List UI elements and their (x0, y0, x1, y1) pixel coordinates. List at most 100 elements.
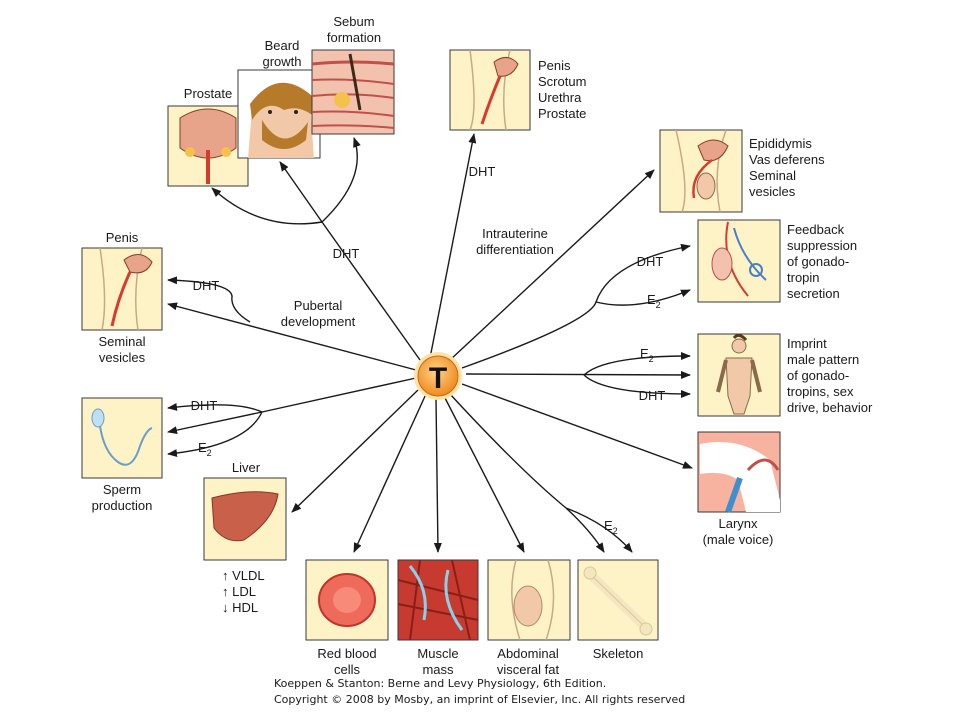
dht-label-feedback: DHT (637, 254, 664, 269)
label-seminal-2: vesicles (99, 350, 146, 365)
label-fat-1: Abdominal (497, 646, 559, 661)
arrow-to-feedback-e2 (595, 289, 691, 306)
label-imprint-1: Imprint (787, 336, 827, 351)
panel-penis-group (449, 49, 531, 131)
arrow-to-imprint-e2 (583, 352, 691, 376)
dht-label-top: DHT (333, 246, 360, 261)
label-epididymis-4: vesicles (749, 184, 796, 199)
panel-larynx (697, 431, 781, 513)
label-epididymis-1: Epididymis (749, 136, 812, 151)
label-sebum-2: formation (327, 30, 381, 45)
intrauterine-label-2: differentiation (476, 242, 554, 257)
label-larynx-2: (male voice) (703, 532, 774, 547)
arrow-to-sperm-dht (167, 402, 263, 413)
panel-fat (487, 559, 571, 641)
panel-feedback (697, 219, 781, 303)
label-epididymis-3: Seminal (749, 168, 796, 183)
arrow-to-imprint-dht (583, 374, 691, 398)
panel-skeleton (577, 559, 659, 641)
arrow-to-liver (291, 389, 419, 513)
arrow-to-sperm-branch (261, 377, 417, 413)
label-rbc-2: cells (334, 662, 361, 677)
copyright-footer: Koeppen & Stanton: Berne and Levy Physio… (274, 676, 685, 708)
arrow-to-rbc (353, 393, 427, 553)
label-liver: Liver (232, 460, 261, 475)
pubertal-label-1: Pubertal (294, 298, 343, 313)
panel-epididymis (659, 129, 743, 213)
label-epididymis-2: Vas deferens (749, 152, 825, 167)
label-ldl: ↑ LDL (222, 584, 256, 599)
label-muscle-1: Muscle (417, 646, 458, 661)
label-feedback-3: of gonado- (787, 254, 849, 269)
label-larynx-1: Larynx (718, 516, 758, 531)
e2-label-skeleton: E2 (604, 518, 618, 536)
e2-label-feedback: E2 (647, 292, 661, 310)
label-penis-group-3: Urethra (538, 90, 582, 105)
arrow-to-feedback-dht (595, 243, 691, 303)
label-fat-2: visceral fat (497, 662, 560, 677)
label-feedback-1: Feedback (787, 222, 845, 237)
label-imprint-4: tropins, sex (787, 384, 854, 399)
label-vldl: ↑ VLDL (222, 568, 265, 583)
arrow-to-sperm-e2 (167, 411, 263, 458)
arrow-to-beard (279, 161, 323, 223)
label-penis-group-1: Penis (538, 58, 571, 73)
label-skeleton: Skeleton (593, 646, 644, 661)
arrow-to-sebum (321, 137, 361, 223)
testosterone-node: T (414, 352, 462, 400)
arrow-to-penis-seminal (167, 302, 417, 371)
panel-penis-seminal (81, 247, 163, 331)
label-sperm-2: production (92, 498, 153, 513)
intrauterine-label-1: Intrauterine (482, 226, 548, 241)
label-feedback-5: secretion (787, 286, 840, 301)
arrow-to-epididymis (449, 169, 655, 361)
label-penis-group-2: Scrotum (538, 74, 586, 89)
panel-imprint (697, 333, 781, 417)
arrow-to-muscle (433, 397, 442, 553)
label-seminal-1: Seminal (99, 334, 146, 349)
label-imprint-3: of gonado- (787, 368, 849, 383)
label-rbc-1: Red blood (317, 646, 376, 661)
label-imprint-2: male pattern (787, 352, 859, 367)
dht-label-penis-group: DHT (469, 164, 496, 179)
label-prostate: Prostate (184, 86, 232, 101)
panel-sebum (311, 49, 395, 135)
footer-line-2: Copyright © 2008 by Mosby, an imprint of… (274, 693, 686, 706)
panel-muscle (397, 559, 479, 641)
dht-label-penis-seminal: DHT (193, 278, 220, 293)
label-sebum-1: Sebum (333, 14, 374, 29)
arrow-to-dht-top (321, 221, 421, 361)
label-penis-group-4: Prostate (538, 106, 586, 121)
arrow-to-sperm-main (167, 411, 263, 435)
arrow-to-skeleton-e2 (565, 507, 633, 553)
label-beard-2: growth (262, 54, 301, 69)
e2-label-sperm: E2 (198, 440, 212, 458)
panel-sperm (81, 397, 163, 479)
dht-label-imprint: DHT (639, 388, 666, 403)
arrow-to-skeleton (449, 393, 605, 553)
arrows (167, 133, 693, 553)
pubertal-label-2: development (281, 314, 356, 329)
arrow-to-penis-seminal-dht (167, 276, 251, 323)
label-imprint-5: drive, behavior (787, 400, 873, 415)
arrow-to-feedback-branch (461, 301, 597, 369)
arrow-to-fat (443, 395, 525, 553)
testosterone-label: T (429, 362, 447, 395)
arrow-to-imprint (465, 370, 691, 379)
label-feedback-2: suppression (787, 238, 857, 253)
label-sperm-1: Sperm (103, 482, 141, 497)
panel-rbc (305, 559, 389, 641)
panel-beard (237, 69, 321, 159)
label-beard-1: Beard (265, 38, 300, 53)
footer-line-1: Koeppen & Stanton: Berne and Levy Physio… (274, 677, 607, 690)
arrow-to-larynx (461, 383, 693, 469)
arrow-to-penis-group (429, 133, 477, 359)
arrow-to-prostate (211, 187, 323, 225)
label-penis-top: Penis (106, 230, 139, 245)
e2-label-imprint: E2 (640, 346, 654, 364)
label-feedback-4: tropin (787, 270, 820, 285)
label-muscle-2: mass (422, 662, 454, 677)
panel-liver (203, 477, 287, 561)
panel-prostate (167, 105, 249, 187)
